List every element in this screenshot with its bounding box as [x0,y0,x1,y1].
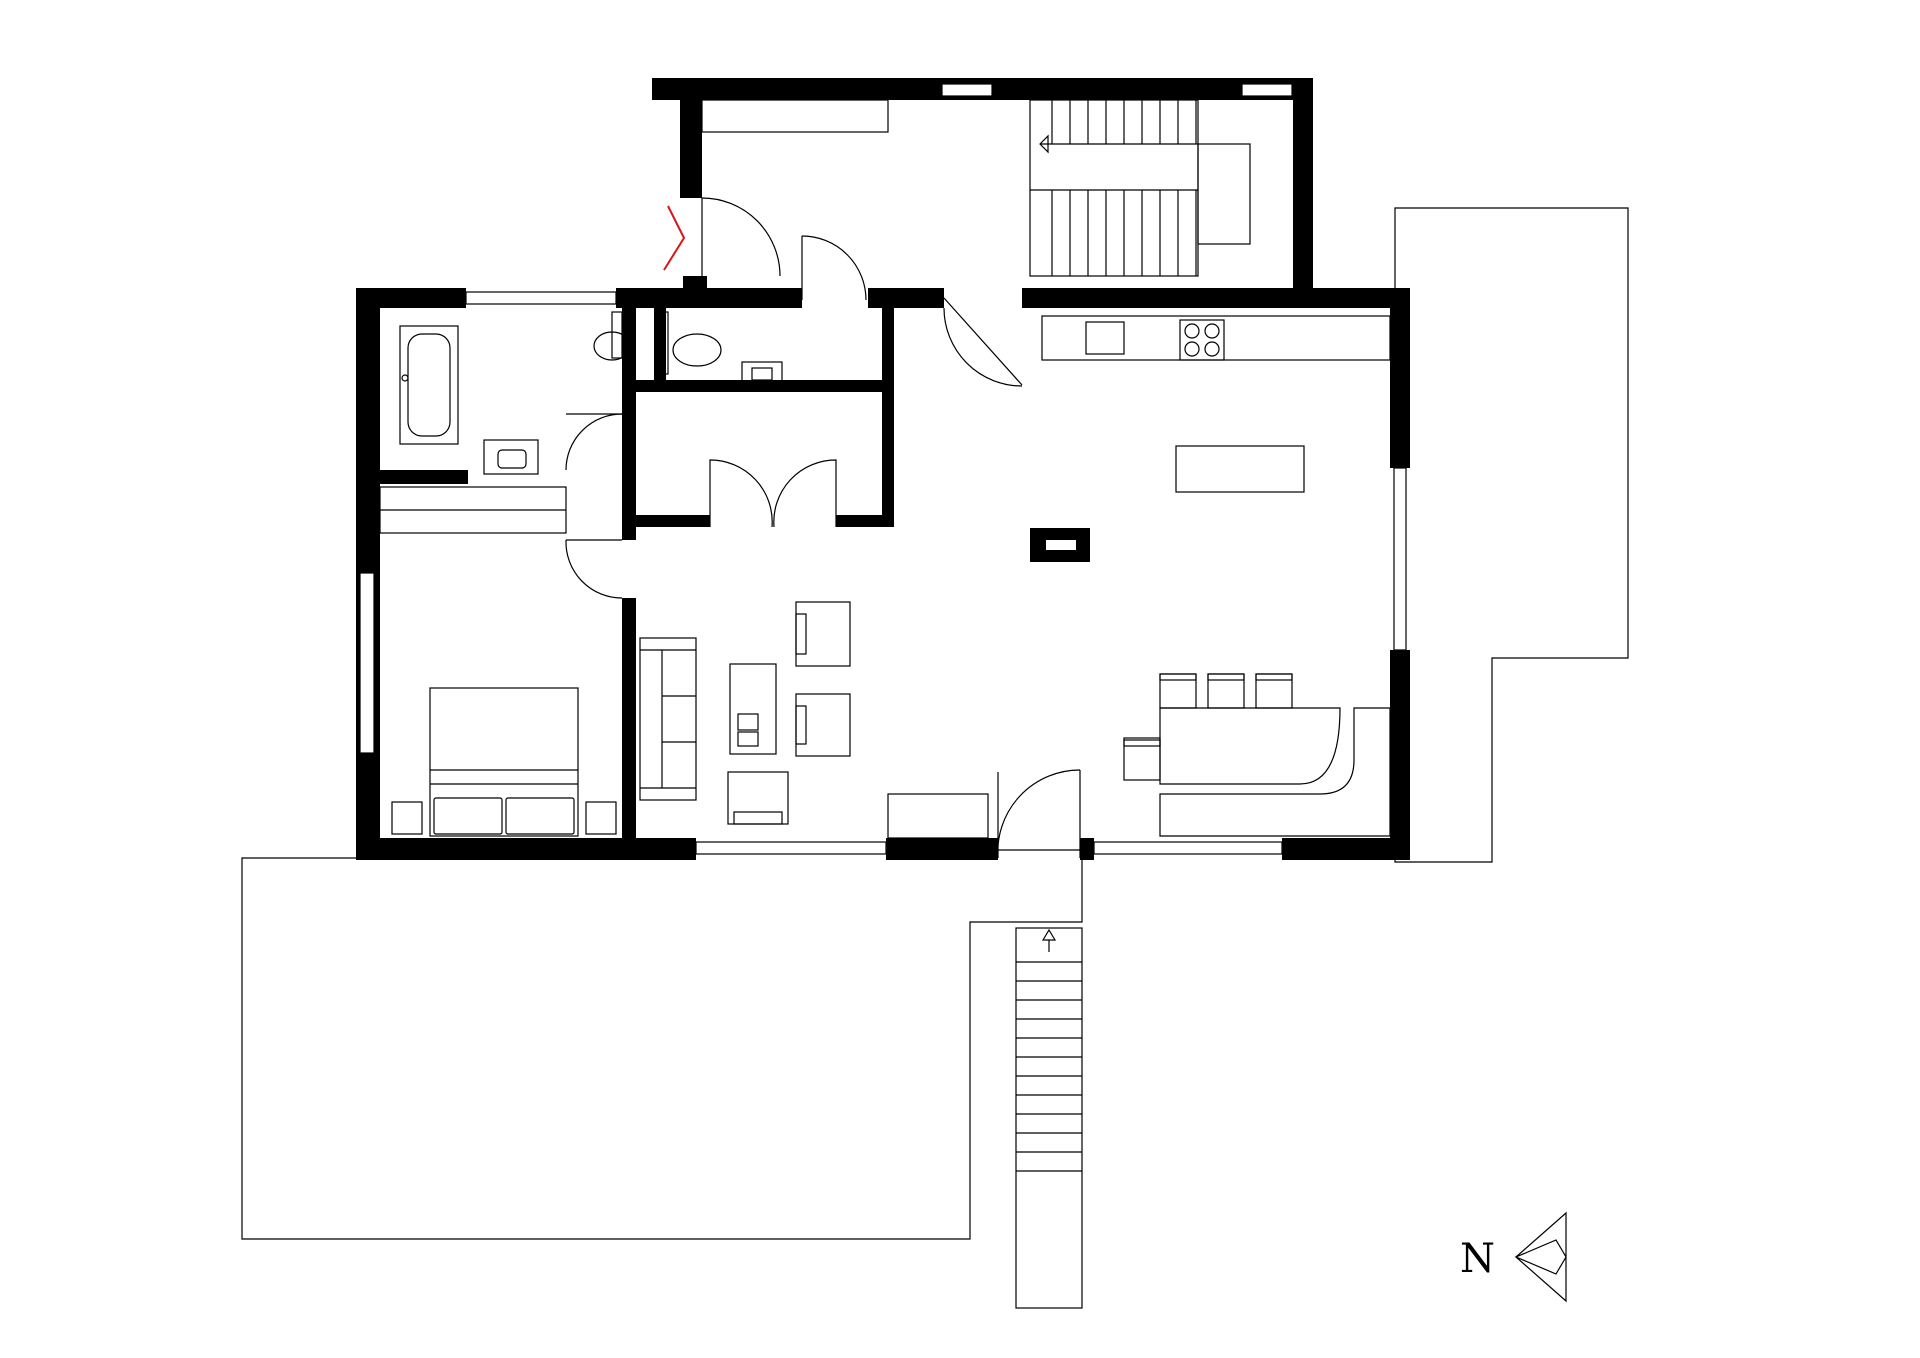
bar-stool [1255,673,1293,709]
bath-fixtures [379,311,783,534]
entry-marker [663,205,686,271]
exterior-stair [1015,927,1083,1309]
furniture [391,601,989,839]
interior-stair [701,99,1251,277]
bar-stool-back [1159,673,1197,681]
doors [565,197,1081,859]
north-label: N [1460,1236,1495,1282]
bar-stool [1159,673,1197,709]
east-terrace-outline [1394,207,1629,863]
south-terrace-outline [241,849,1083,1240]
walls [356,78,1410,860]
kitchen [1041,315,1391,837]
bar-stool-back [1207,673,1245,681]
windows [359,83,1407,855]
north-arrow-icon [1514,1211,1567,1303]
bar-stool [1207,673,1245,709]
north-arrow: N [1460,1211,1567,1303]
bar-stool-back [1255,673,1293,681]
